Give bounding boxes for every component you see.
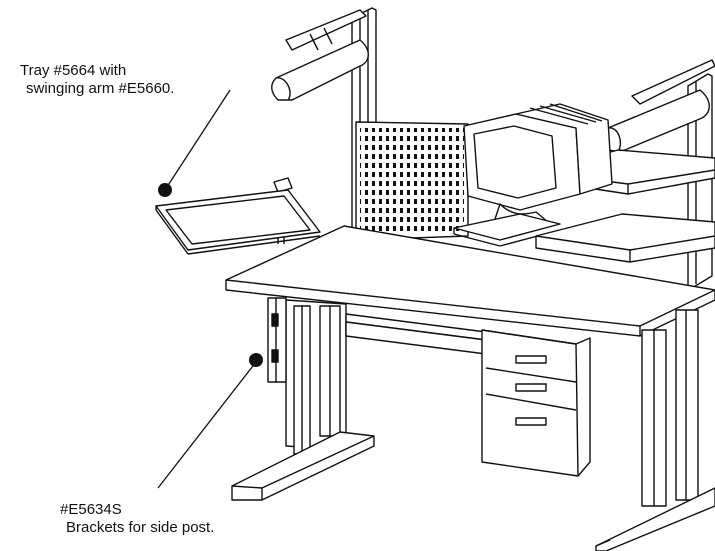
drawer-handle [515, 417, 547, 426]
side-post-bracket [267, 297, 287, 383]
drawer-handle [515, 383, 547, 392]
side-tray [155, 177, 321, 255]
left-light-fixture [271, 9, 369, 101]
tray-callout-pointer [158, 89, 231, 197]
keyboard-tray [453, 213, 561, 247]
bracket-callout: #E5634S Brackets for side post. [60, 501, 214, 537]
bracket-callout-pointer [157, 353, 263, 489]
drawer-handle [515, 355, 547, 364]
tray-callout-line1: Tray #5664 with [20, 62, 127, 79]
left-leg [231, 299, 375, 501]
computer-monitor [463, 103, 613, 231]
right-leg [595, 309, 715, 551]
table-top [225, 225, 715, 337]
bracket-callout-line2: Brackets for side post. [66, 519, 215, 536]
pegboard-panel [355, 121, 469, 241]
bracket-callout-line1: #E5634S [60, 501, 122, 518]
right-light-fixture [602, 59, 715, 153]
tray-callout-line2: swinging arm #E5660. [26, 80, 175, 97]
drawer-unit [481, 329, 591, 477]
tray-callout: Tray #5664 with swinging arm #E5660. [20, 62, 174, 98]
cross-beam [345, 313, 487, 355]
lower-shelf [535, 213, 715, 263]
